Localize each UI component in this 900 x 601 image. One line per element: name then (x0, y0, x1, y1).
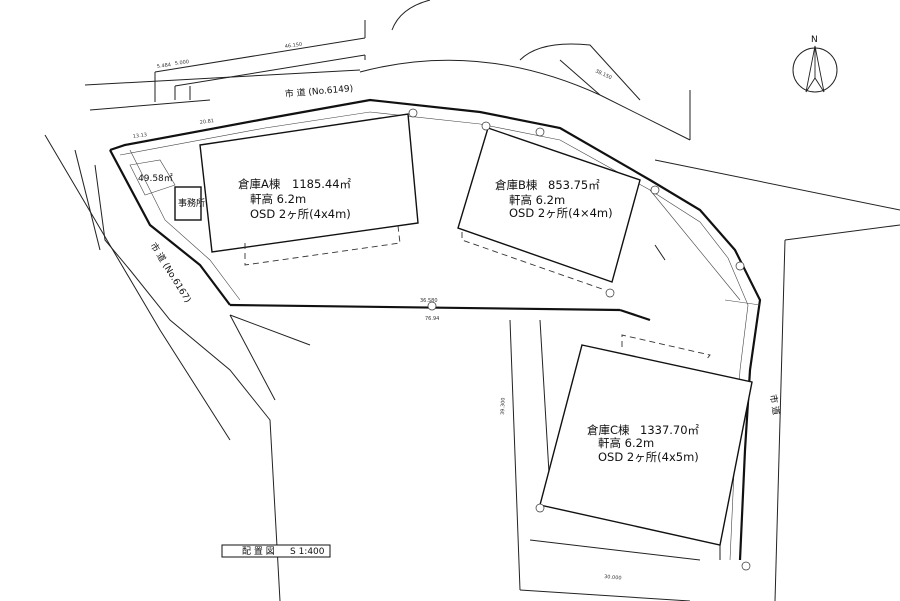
building-a-name: 倉庫A棟 (238, 177, 281, 191)
office-box (174, 186, 202, 221)
road-right-label: 市 道 (767, 393, 782, 416)
dim-38150: 38.150 (594, 68, 612, 81)
building-c: 倉庫C棟 1337.70㎡ 軒高 6.2m OSD 2ヶ所(4x5m) (539, 334, 753, 546)
road-upper-label: 市 道 (No.6149) (284, 82, 353, 100)
dim-30000: 30.000 (604, 574, 622, 582)
building-c-osd: OSD 2ヶ所(4x5m) (598, 450, 699, 464)
title-label: 配 置 図 (242, 546, 275, 557)
building-a-eave: 軒高 6.2m (250, 192, 306, 206)
site-boundary (109, 98, 762, 561)
small-area-block: 49.58㎡ 事務所 (129, 159, 205, 221)
dim-5000: 5.000 (174, 59, 189, 67)
building-c-name: 倉庫C棟 (587, 423, 630, 437)
building-b: 倉庫B棟 853.75㎡ 軒高 6.2m OSD 2ヶ所(4×4m) (457, 127, 641, 291)
building-b-area: 853.75㎡ (548, 178, 600, 192)
dim-2081: 20.81 (199, 118, 214, 126)
north-label: N (811, 35, 818, 45)
building-b-osd: OSD 2ヶ所(4×4m) (509, 206, 613, 220)
road-left-label: 市 道 (No.6167) (147, 240, 194, 305)
building-c-eave: 軒高 6.2m (598, 436, 654, 450)
dim-36580: 36.580 (420, 298, 438, 304)
north-arrow: N (792, 35, 838, 93)
building-b-eave: 軒高 6.2m (509, 193, 565, 207)
title-block: 配 置 図 S 1:400 (221, 544, 331, 558)
building-a-osd: OSD 2ヶ所(4x4m) (250, 207, 351, 221)
small-area-label: 49.58㎡ (138, 173, 173, 184)
context-lines (44, 0, 900, 601)
dim-39300: 39.300 (500, 397, 507, 415)
building-a-area: 1185.44㎡ (292, 177, 352, 191)
dim-5484: 5.484 (156, 62, 171, 70)
title-scale: S 1:400 (290, 547, 325, 557)
dim-1313: 13.13 (132, 132, 147, 140)
building-b-name: 倉庫B棟 (495, 178, 538, 192)
manhole-markers (408, 108, 751, 571)
building-c-area: 1337.70㎡ (640, 423, 700, 437)
dim-46150: 46.150 (284, 42, 302, 50)
office-label: 事務所 (178, 197, 205, 209)
dim-7694: 76.94 (425, 316, 439, 322)
building-a: 倉庫A棟 1185.44㎡ 軒高 6.2m OSD 2ヶ所(4x4m) (199, 113, 419, 266)
